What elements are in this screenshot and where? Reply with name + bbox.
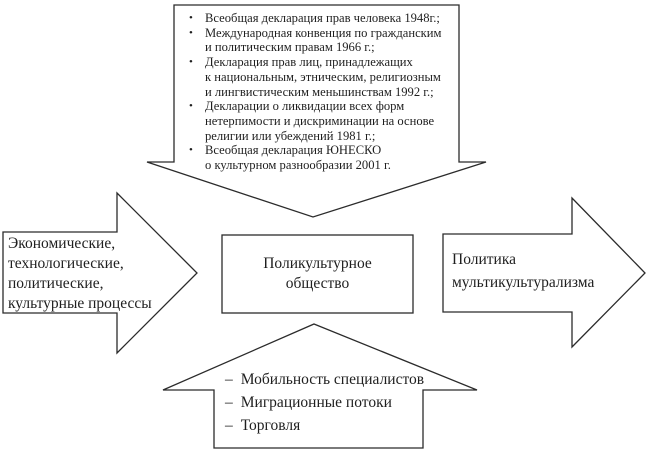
bullet-icon: • (189, 100, 193, 113)
list-item-line: к национальным, этническим, религиозным (205, 69, 441, 84)
list-item-line: о культурном разнообразии 2001 г. (205, 158, 391, 173)
list-item-line: Декларация прав лиц, принадлежащих (205, 55, 413, 70)
bottom-arrow-factors-list: – Мобильность специалистов – Миграционны… (225, 368, 425, 437)
right-right-arrow-shape (442, 196, 646, 349)
list-item: • Декларации о ликвидации всех форм нете… (186, 99, 454, 143)
list-item-line: Всеобщая декларация ЮНЕСКО (205, 143, 382, 158)
right-arrow-label-line: Политика (452, 251, 517, 268)
dash-marker: – (225, 417, 233, 434)
list-item: • Всеобщая декларация прав человека 1948… (186, 11, 454, 26)
list-item: • Международная конвенция по гражданским… (186, 26, 454, 55)
list-item: • Декларация прав лиц, принадлежащих к н… (186, 55, 454, 99)
bullet-icon: • (189, 144, 193, 157)
list-item-text: Мобильность специалистов (240, 371, 425, 388)
right-arrow-label-line: мультикультурализма (452, 274, 595, 291)
left-arrow-label-line: Экономические, (8, 235, 116, 252)
list-item-text: Миграционные потоки (240, 394, 392, 411)
list-item-line: Международная конвенция по гражданским (205, 25, 442, 40)
bottom-up-arrow-shape (162, 323, 478, 449)
list-item-text: Торговля (240, 417, 301, 434)
right-arrow-label: Политика мультикультурализма (452, 248, 595, 294)
center-box-label: Поликультурное общество (222, 235, 413, 313)
dash-marker: – (225, 394, 233, 411)
list-item-line: и лингвистическим меньшинствам 1992 г.; (205, 84, 434, 99)
list-item: • Всеобщая декларация ЮНЕСКО о культурно… (186, 143, 454, 172)
bullet-icon: • (189, 12, 193, 24)
center-box-label-line: общество (285, 275, 350, 292)
list-item-line: Всеобщая декларация прав человека 1948г.… (205, 11, 440, 25)
list-item-line: нетерпимости и дискриминации на основе (205, 113, 435, 128)
left-arrow-label-line: технологические, (8, 255, 124, 272)
center-box-shape (221, 234, 414, 314)
list-item: – Мобильность специалистов (225, 368, 425, 391)
left-arrow-label-line: политические, (8, 275, 104, 292)
list-item-line: и политическим правам 1966 г.; (205, 40, 375, 55)
dash-marker: – (225, 371, 233, 388)
left-arrow-label-line: культурные процессы (8, 295, 152, 312)
left-right-arrow-shape (2, 191, 198, 355)
list-item: – Миграционные потоки (225, 391, 425, 414)
top-arrow-declarations-list: • Всеобщая декларация прав человека 1948… (186, 11, 454, 173)
top-down-arrow-shape (146, 4, 487, 218)
bullet-icon: • (189, 56, 193, 69)
center-box-label-line: Поликультурное (263, 255, 372, 272)
list-item: – Торговля (225, 414, 425, 437)
list-item-line: Декларации о ликвидации всех форм (205, 99, 405, 114)
left-arrow-label: Экономические, технологические, политиче… (8, 234, 188, 314)
bullet-icon: • (189, 26, 193, 39)
list-item-line: религии или убеждений 1981 г.; (205, 128, 376, 143)
